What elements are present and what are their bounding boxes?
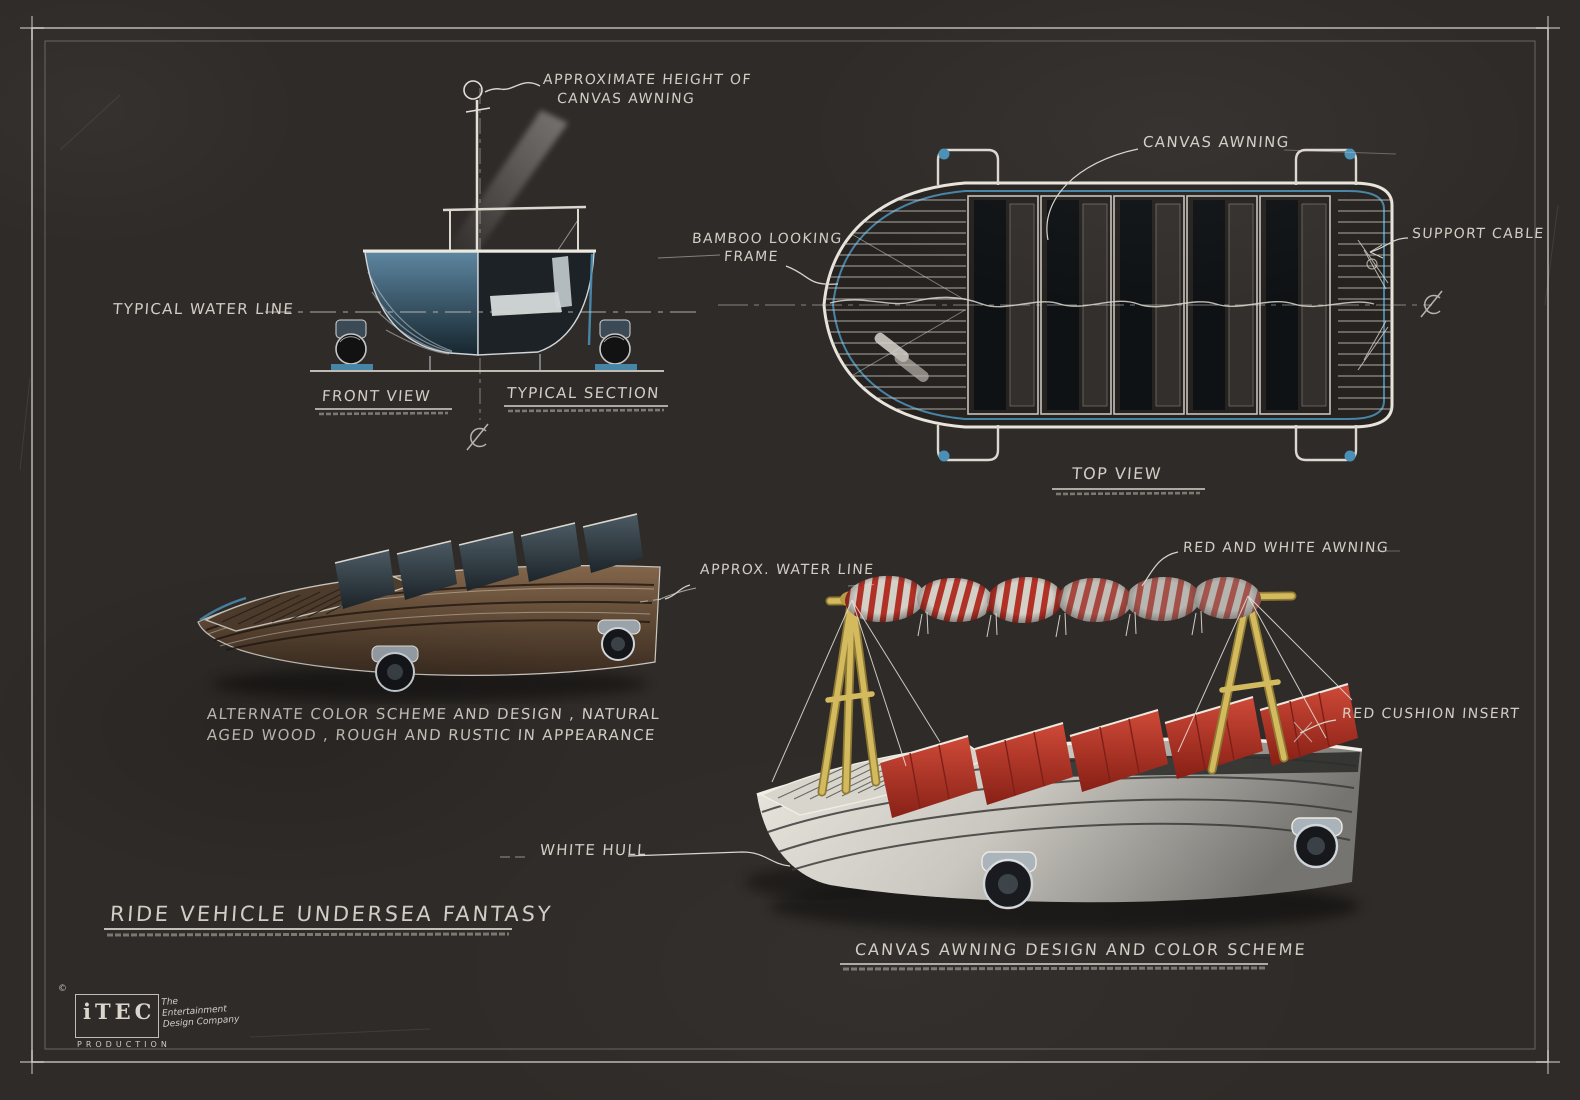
front-view-drawing <box>265 80 700 451</box>
section-canopy-frame <box>442 205 587 251</box>
annotation-canvas-awning: CANVAS AWNING <box>1142 133 1291 151</box>
front-view-wheels <box>331 319 637 370</box>
support-cable-drape <box>829 296 1375 308</box>
annotation-red-cushion-insert: RED CUSHION INSERT <box>1341 706 1521 722</box>
alternate-caption-line1: ALTERNATE COLOR SCHEME AND DESIGN , NATU… <box>206 705 662 723</box>
light-beam <box>446 110 568 262</box>
alternate-caption-line2: AGED WOOD , ROUGH AND RUSTIC IN APPEARAN… <box>206 726 657 744</box>
centerline-symbol <box>1420 290 1443 318</box>
border-frame <box>20 16 1560 1074</box>
guy-wires <box>771 595 1353 783</box>
canvas-awning-bundles <box>845 575 1261 638</box>
paper-scratches <box>19 94 1559 1038</box>
annotation-white-hull: WHITE HULL <box>539 841 648 859</box>
logo-tagline: The Entertainment Design Company <box>160 996 240 1030</box>
annotation-approx-height-line1: APPROXIMATE HEIGHT OF <box>542 72 753 88</box>
section-seat <box>490 292 562 316</box>
front-view-label: FRONT VIEW <box>321 387 432 405</box>
annotation-approx-water-line: APPROX. WATER LINE <box>699 562 875 578</box>
centerline-symbol <box>466 423 489 451</box>
annotation-approx-height-line2: CANVAS AWNING <box>556 91 696 107</box>
bumper-brackets <box>936 148 1358 462</box>
awning-boat-drawing <box>745 575 1363 932</box>
awning-caption: CANVAS AWNING DESIGN AND COLOR SCHEME <box>854 940 1308 959</box>
top-view-label: TOP VIEW <box>1071 464 1163 483</box>
logo-frame <box>75 994 159 1038</box>
stern-hatch-lines <box>1338 199 1392 410</box>
copyright-mark: © <box>58 984 67 994</box>
top-view-drawing <box>718 148 1443 496</box>
annotation-bamboo-frame-line2: FRAME <box>723 249 780 265</box>
alternate-boat-wheels <box>371 619 641 692</box>
mast-icon <box>463 80 491 250</box>
typical-section-label: TYPICAL SECTION <box>506 384 661 402</box>
annotation-typical-water-line: TYPICAL WATER LINE <box>112 300 295 318</box>
annotation-leaders <box>104 81 1409 971</box>
drawing-title: RIDE VEHICLE UNDERSEA FANTASY <box>109 902 554 926</box>
slate-seat-backs <box>334 513 643 609</box>
annotation-red-white-awning: RED AND WHITE AWNING <box>1182 540 1390 556</box>
logo-subtitle: PRODUCTION <box>77 1040 171 1049</box>
annotation-bamboo-frame-line1: BAMBOO LOOKING <box>691 231 844 247</box>
annotation-support-cable: SUPPORT CABLE <box>1411 226 1546 242</box>
logo-name: iTEC <box>83 999 156 1024</box>
red-seat-backs <box>879 683 1358 818</box>
awning-boat-wheels <box>981 817 1343 910</box>
alternate-boat-drawing <box>197 513 697 701</box>
